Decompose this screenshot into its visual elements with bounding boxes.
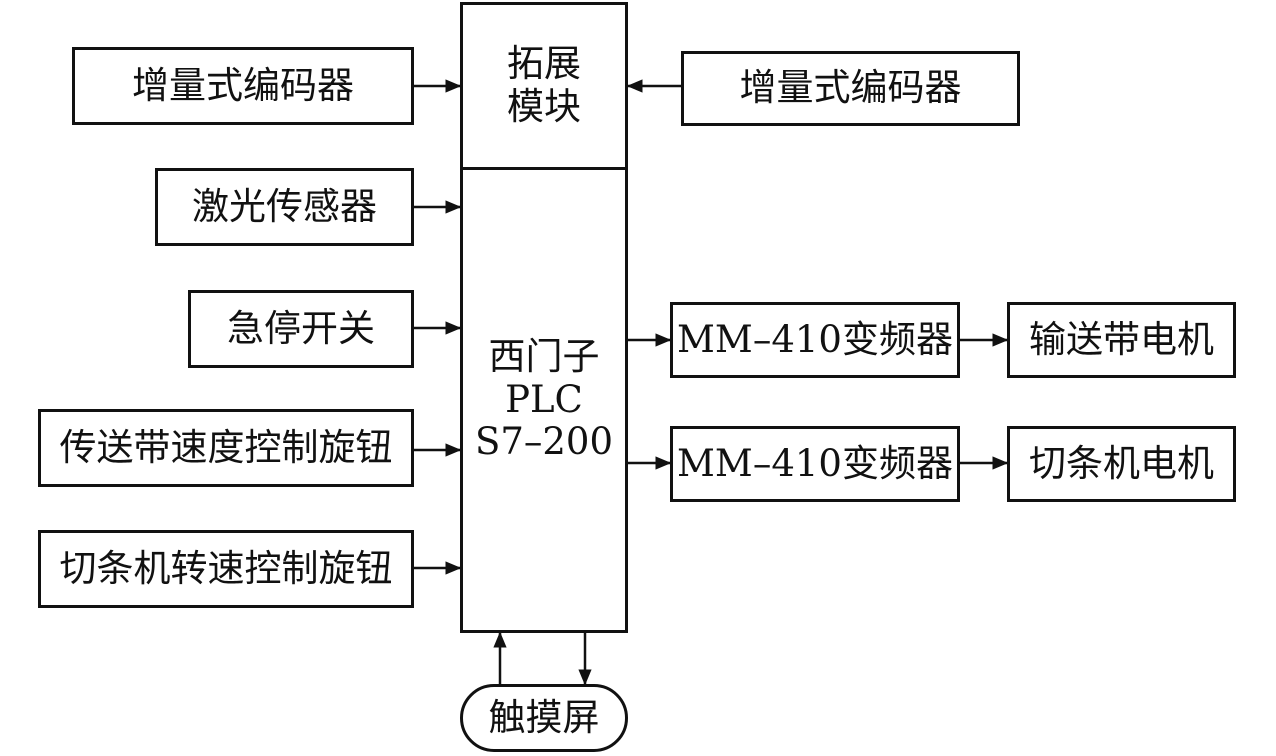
- laser-sensor-label: 激光传感器: [192, 184, 377, 228]
- extension-module-label-line1: 拓展: [507, 42, 581, 86]
- encoder-right-label: 增量式编码器: [739, 66, 962, 110]
- inverter-1-box: MM–410变频器: [670, 302, 960, 378]
- emergency-stop-label: 急停开关: [227, 306, 375, 350]
- plc-label-line2: PLC: [505, 377, 583, 421]
- conveyor-speed-knob-box: 传送带速度控制旋钮: [38, 409, 414, 487]
- cutter-speed-knob-box: 切条机转速控制旋钮: [38, 530, 414, 608]
- touchscreen-box: 触摸屏: [460, 684, 628, 752]
- inverter-2-box: MM–410变频器: [670, 426, 960, 502]
- laser-sensor-box: 激光传感器: [155, 168, 414, 246]
- touchscreen-label: 触摸屏: [488, 695, 600, 739]
- emergency-stop-box: 急停开关: [188, 290, 414, 368]
- plc-label-line1: 西门子: [488, 335, 600, 379]
- conveyor-motor-label: 输送带电机: [1029, 317, 1214, 361]
- cutter-speed-knob-label: 切条机转速控制旋钮: [59, 546, 393, 590]
- plc-label-line3: S7–200: [474, 420, 613, 464]
- encoder-right-box: 增量式编码器: [681, 51, 1020, 126]
- inverter-1-label: MM–410变频器: [677, 317, 953, 361]
- inverter-2-label: MM–410变频器: [677, 441, 953, 485]
- extension-module-box: 拓展 模块: [460, 2, 628, 170]
- conveyor-motor-box: 输送带电机: [1007, 302, 1236, 378]
- conveyor-speed-knob-label: 传送带速度控制旋钮: [59, 425, 393, 469]
- encoder-left-label: 增量式编码器: [132, 63, 354, 107]
- extension-module-label-line2: 模块: [507, 85, 581, 128]
- cutter-motor-box: 切条机电机: [1007, 426, 1236, 502]
- cutter-motor-label: 切条机电机: [1029, 441, 1214, 485]
- plc-box: 西门子 PLC S7–200: [460, 167, 628, 633]
- encoder-left-box: 增量式编码器: [72, 47, 414, 125]
